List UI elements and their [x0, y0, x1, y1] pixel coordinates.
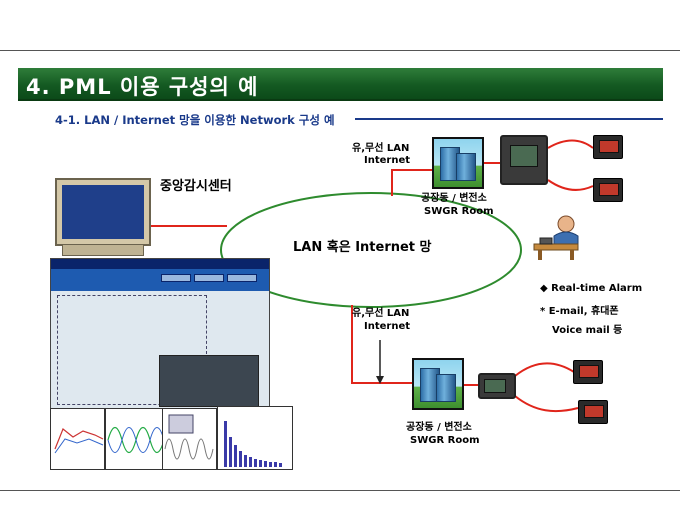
trend-chart-1 [50, 408, 105, 470]
trend-chart-2 [105, 408, 163, 470]
top-link-label-1: 유,무선 LAN [352, 143, 410, 154]
bottom-site-name-1: 공장동 / 변전소 [406, 422, 472, 433]
top-small-meter-2 [593, 178, 623, 202]
central-monitor-base [62, 244, 144, 256]
top-arc-2 [547, 179, 594, 191]
bottom-link-line [351, 305, 412, 384]
top-link-line [391, 169, 432, 196]
top-building-image [432, 137, 484, 189]
dashboard-panel [159, 355, 259, 407]
bottom-arrow-head [376, 376, 384, 384]
bottom-small-meter-2 [578, 400, 608, 424]
network-ellipse [220, 192, 522, 308]
central-monitor [55, 178, 151, 246]
network-label: LAN 혹은 Internet 망 [293, 240, 432, 255]
dashboard-titlebar [51, 259, 269, 269]
top-small-meter-1 [593, 135, 623, 159]
top-rule [0, 50, 680, 51]
alarm-line-2: * E-mail, 휴대폰 [540, 306, 619, 317]
spectrum-chart [217, 406, 293, 470]
bottom-link-label-1: 유,무선 LAN [352, 308, 410, 319]
central-monitor-screen [62, 185, 144, 239]
bottom-link-label-2: Internet [364, 321, 411, 332]
top-site-name-2: SWGR Room [424, 206, 494, 217]
alarm-line-1: ◆ Real-time Alarm [540, 283, 643, 294]
operator-icon [530, 214, 582, 260]
page-title: 4. PML 이용 구성의 예 [26, 75, 259, 99]
bottom-rule [0, 490, 680, 491]
dashboard-tab [161, 274, 191, 282]
bottom-power-meter-screen [484, 379, 506, 393]
dashboard-tab [194, 274, 224, 282]
dashboard-tab [227, 274, 257, 282]
bottom-building-tower [436, 374, 456, 402]
section-subtitle: 4-1. LAN / Internet 망을 이용한 Network 구성 예 [55, 113, 335, 127]
top-building-tower [456, 153, 476, 181]
top-arc-1 [547, 139, 594, 149]
bottom-arc-1 [514, 362, 575, 377]
dashboard-screenshot [50, 258, 270, 412]
top-site-name-1: 공장동 / 변전소 [421, 193, 487, 204]
title-bar: 4. PML 이용 구성의 예 [18, 68, 663, 101]
bottom-building-image [412, 358, 464, 410]
subtitle-underline [355, 118, 663, 120]
bottom-site-name-2: SWGR Room [410, 435, 480, 446]
top-power-meter-screen [510, 145, 538, 167]
dashboard-diagram-area [57, 295, 207, 405]
bottom-arc-2 [514, 395, 579, 413]
center-label: 중앙감시센터 [160, 179, 232, 194]
trend-chart-3 [162, 408, 217, 470]
bottom-small-meter-1 [573, 360, 603, 384]
alarm-line-3: Voice mail 등 [552, 325, 623, 336]
top-power-meter [500, 135, 548, 185]
bottom-power-meter [478, 373, 516, 399]
top-link-label-2: Internet [364, 155, 411, 166]
